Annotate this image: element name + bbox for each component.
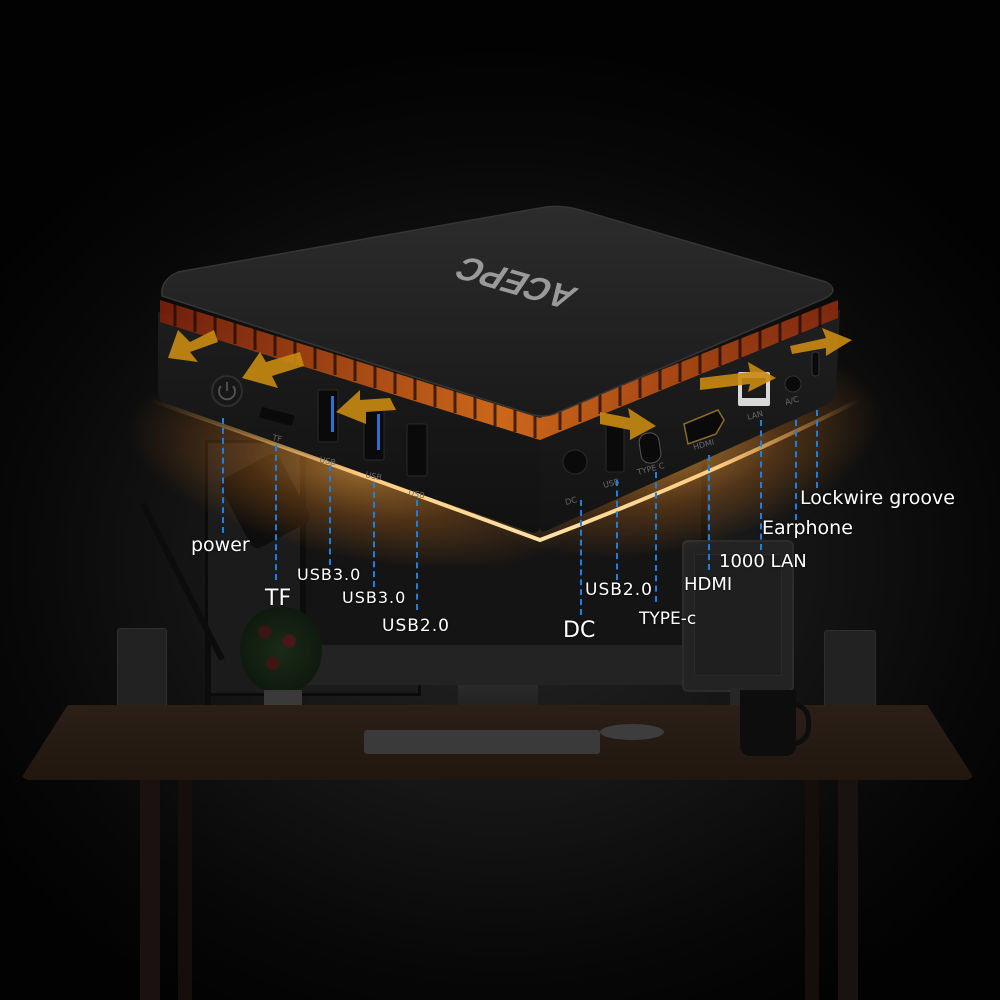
svg-text:A/C: A/C — [784, 395, 800, 407]
svg-text:USB: USB — [602, 477, 620, 490]
svg-text:LAN: LAN — [746, 409, 764, 422]
leader-line-power — [222, 418, 224, 533]
label-usb30-b: USB3.0 — [342, 588, 407, 607]
mouse — [600, 724, 664, 740]
svg-text:DC: DC — [564, 495, 578, 507]
potted-plant — [240, 605, 322, 695]
coffee-mug — [740, 690, 796, 756]
label-hdmi: HDMI — [684, 574, 733, 595]
leader-line-typec — [655, 472, 657, 602]
leader-line-usb20-a — [416, 500, 418, 610]
svg-text:USB: USB — [408, 488, 426, 500]
tablet-screen — [694, 554, 782, 676]
leader-line-usb20-b — [616, 480, 618, 580]
leader-line-usb30-a — [329, 465, 331, 565]
leader-line-usb30-b — [373, 482, 375, 587]
label-lan: 1000 LAN — [719, 551, 807, 572]
coffee-mug-handle — [792, 702, 811, 746]
leader-line-lan — [760, 420, 762, 550]
label-typec: TYPE-c — [639, 609, 697, 629]
keyboard — [364, 730, 600, 754]
label-dc: DC — [563, 618, 596, 643]
label-usb30-a: USB3.0 — [297, 565, 362, 584]
desk-leg-left-rear — [178, 780, 192, 1000]
label-usb20-a: USB2.0 — [382, 616, 450, 636]
leader-line-dc — [580, 500, 582, 615]
airflow-arrows — [168, 328, 852, 440]
label-earphone: Earphone — [762, 517, 853, 539]
background-tablet-stand — [682, 540, 794, 692]
svg-text:USB: USB — [319, 455, 337, 467]
leader-line-hdmi — [708, 455, 710, 570]
label-usb20-b: USB2.0 — [585, 580, 653, 600]
svg-text:TF: TF — [271, 433, 284, 444]
desk-leg-right-rear — [805, 780, 819, 1000]
leader-line-tf — [275, 445, 277, 580]
svg-text:USB: USB — [365, 470, 383, 482]
label-power: power — [191, 534, 250, 556]
leader-line-lockwire — [816, 410, 818, 488]
label-lockwire: Lockwire groove — [800, 487, 955, 509]
monitor-chin — [300, 645, 707, 685]
label-tf: TF — [265, 586, 292, 611]
desk-leg-right — [838, 780, 858, 1000]
leader-line-earphone — [795, 420, 797, 520]
desk-lamp-lower-arm — [205, 640, 211, 735]
desk-leg-left — [140, 780, 160, 1000]
